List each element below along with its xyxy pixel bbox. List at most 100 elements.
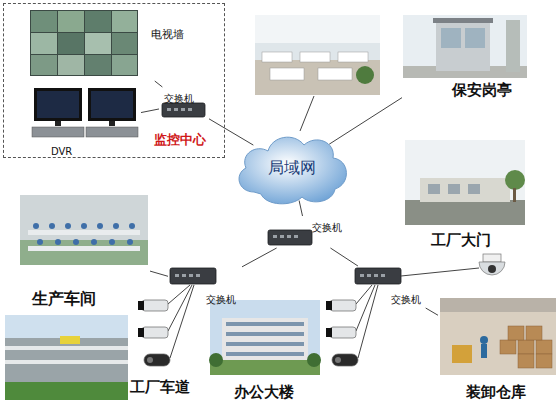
node-label: 交换机 [391, 294, 421, 306]
camera-icon [326, 301, 332, 310]
node-label: 工厂车道 [130, 379, 190, 396]
building-photo [222, 318, 308, 360]
site-photo: 办公大楼 [208, 298, 322, 404]
office-photo [255, 60, 380, 95]
network-link [329, 98, 402, 145]
lane-photo [5, 338, 128, 382]
monitor-picture [34, 88, 82, 121]
wire [300, 96, 314, 131]
network-switch: 交换机 [168, 266, 242, 308]
warehouse-photo [440, 298, 556, 375]
camera-icon [330, 300, 356, 311]
booth-photo [403, 15, 527, 78]
video-wall-picture [112, 11, 137, 32]
monitor-picture [88, 88, 136, 121]
null [508, 326, 524, 340]
booth-photo [465, 28, 485, 48]
monitor-picture [91, 91, 133, 118]
camera-icon [144, 354, 170, 366]
switch-port [175, 274, 179, 277]
video-wall-picture [31, 11, 57, 32]
building-photo [210, 360, 320, 375]
monitor-picture [37, 91, 79, 118]
null [65, 223, 71, 229]
null [526, 326, 542, 340]
null [113, 223, 119, 229]
dome-camera-icon [479, 262, 505, 275]
booth-photo [436, 23, 490, 71]
office-photo [300, 52, 330, 62]
workshop-photo [28, 230, 140, 235]
node-label: 办公大楼 [234, 384, 294, 401]
video-wall-picture [30, 10, 138, 76]
video-wall-picture [58, 33, 84, 54]
node-label: 电视墙 [151, 29, 184, 42]
network-switch: 交换机 [159, 87, 209, 121]
node-label: 交换机 [312, 222, 342, 234]
switch-port [182, 274, 186, 277]
gate-photo [420, 178, 510, 202]
switch-port [280, 235, 284, 238]
network-link [141, 109, 159, 113]
switch-port [360, 274, 364, 277]
lane-photo [60, 336, 80, 344]
video-wall-picture [58, 55, 84, 75]
network-link [209, 119, 253, 145]
workshop-photo [20, 195, 148, 265]
warehouse-photo [440, 298, 556, 375]
monitor-picture [32, 127, 84, 137]
building-photo [210, 300, 320, 375]
building-photo [209, 353, 223, 367]
lane-photo [5, 360, 128, 364]
null [536, 340, 552, 354]
office-photo [255, 15, 380, 43]
null [33, 223, 135, 245]
null [518, 354, 534, 368]
booth-photo [433, 18, 493, 23]
gate-photo [405, 140, 525, 225]
video-wall-picture [85, 33, 111, 54]
camera-icon [138, 328, 144, 337]
gate-photo [428, 184, 440, 194]
null [226, 352, 304, 356]
gate-photo [513, 188, 516, 202]
wire [356, 285, 372, 304]
gate-photo [405, 140, 525, 225]
gate-photo [468, 184, 480, 194]
node-label: 装卸仓库 [466, 384, 526, 401]
video-wall: 电视墙 [29, 9, 189, 81]
camera-icon [138, 301, 144, 310]
camera-icon [142, 327, 168, 338]
network-switch: 交换机 [266, 216, 346, 248]
booth-photo [506, 20, 520, 72]
site-photo: 工厂车道 [4, 313, 204, 403]
node-label: DVR [51, 146, 72, 158]
building-photo [307, 353, 321, 367]
network-link [155, 81, 163, 87]
site-photo: 保安岗亭 [402, 14, 526, 102]
null [127, 239, 133, 245]
office-photo [356, 66, 374, 84]
monitor-picture [109, 121, 115, 126]
null [73, 239, 79, 245]
null [97, 223, 103, 229]
switch-icon [162, 103, 401, 284]
null [500, 340, 516, 354]
video-wall-picture [30, 10, 138, 76]
null [91, 239, 97, 245]
switch-port [188, 108, 192, 111]
lane-photo [5, 346, 128, 350]
video-wall-picture [31, 33, 57, 54]
video-wall-picture [58, 11, 84, 32]
dome-camera-icon [483, 254, 501, 262]
node-label: 监控中心 [154, 133, 206, 148]
null [226, 322, 304, 356]
lane-photo [5, 315, 128, 400]
camera-icon [138, 300, 358, 366]
warehouse-photo [452, 345, 472, 363]
node-label: 保安岗亭 [452, 82, 512, 99]
network-link [150, 271, 168, 276]
workshop-photo [20, 240, 148, 265]
